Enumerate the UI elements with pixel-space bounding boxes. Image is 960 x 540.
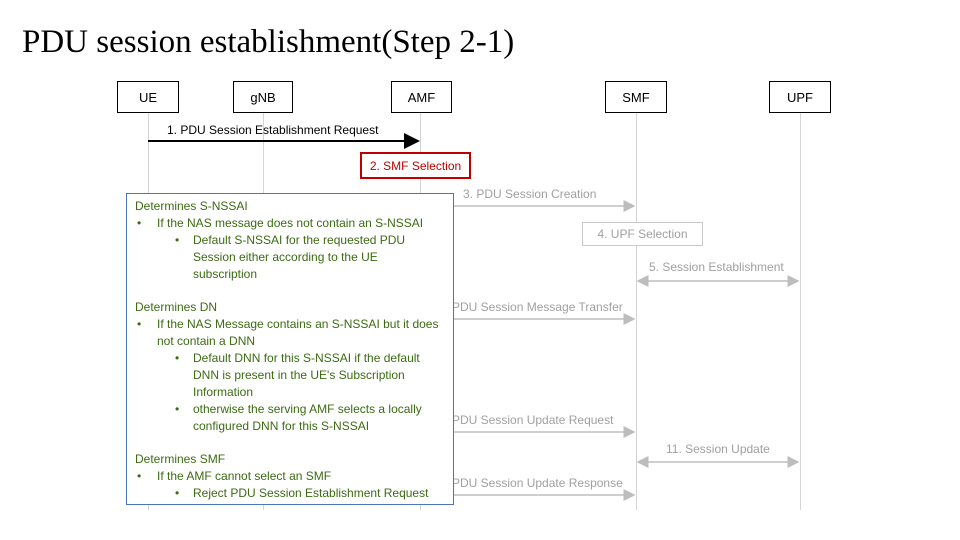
entity-upf: UPF	[769, 81, 831, 113]
bullet-marker: •	[137, 216, 142, 230]
smf-bullet-text: If the AMF cannot select an SMF	[157, 469, 332, 483]
snssai-bullet-text: If the NAS message does not contain an S…	[157, 216, 424, 230]
entity-smf: SMF	[605, 81, 667, 113]
bullet-marker: •	[175, 486, 180, 500]
dn-bullet-line-1: If the NAS Message contains an S-NSSAI b…	[157, 317, 439, 331]
entity-ue: UE	[117, 81, 179, 113]
entity-ue-label: UE	[138, 89, 158, 105]
update-request-label: PDU Session Update Request	[452, 413, 614, 427]
bullet-marker: •	[137, 469, 142, 483]
message-1-label: 1. PDU Session Establishment Request	[167, 123, 379, 137]
upf-lifeline	[800, 113, 801, 510]
smf-section-title: Determines SMF	[135, 452, 226, 466]
snssai-sub-line-1: Default S-NSSAI for the requested PDU	[193, 233, 406, 247]
entity-upf-label: UPF	[787, 89, 813, 105]
bullet-marker: •	[175, 402, 180, 416]
bullet-marker: •	[137, 317, 142, 331]
transfer-label: PDU Session Message Transfer	[452, 300, 623, 314]
update-response-label: PDU Session Update Response	[452, 476, 623, 490]
dn-sub-a-line-2: DNN is present in the UE's Subscription	[193, 368, 405, 382]
snssai-sub-line-3: subscription	[193, 267, 258, 281]
snssai-sub-line-2: Session either according to the UE	[193, 250, 378, 264]
message-11-label: 11. Session Update	[666, 442, 770, 456]
message-5-label: 5. Session Establishment	[649, 260, 784, 274]
upf-selection-label: 4. UPF Selection	[597, 227, 688, 241]
smf-sub-line: Reject PDU Session Establishment Request	[193, 486, 429, 500]
smf-lifeline	[636, 113, 637, 510]
dn-sub-a-line-1: Default DNN for this S-NSSAI if the defa…	[193, 351, 420, 365]
entity-amf: AMF	[391, 81, 452, 113]
dn-sub-b-line-2: configured DNN for this S-NSSAI	[193, 419, 370, 433]
dn-sub-a-line-3: Information	[193, 385, 254, 399]
amf-determination-panel: Determines S-NSSAI • If the NAS message …	[126, 193, 454, 505]
entity-amf-label: AMF	[407, 89, 436, 105]
bullet-marker: •	[175, 351, 180, 365]
snssai-section-title: Determines S-NSSAI	[135, 199, 248, 213]
entity-gnb: gNB	[233, 81, 293, 113]
message-3-label: 3. PDU Session Creation	[463, 187, 597, 201]
entity-smf-label: SMF	[622, 89, 650, 105]
entity-gnb-label: gNB	[250, 89, 276, 105]
dn-sub-b-line-1: otherwise the serving AMF selects a loca…	[193, 402, 422, 416]
page-title: PDU session establishment(Step 2-1)	[22, 24, 515, 60]
smf-selection-box: 2. SMF Selection	[360, 152, 471, 179]
upf-selection-box: 4. UPF Selection	[582, 222, 703, 246]
smf-selection-label: 2. SMF Selection	[369, 158, 462, 173]
dn-bullet-line-2: not contain a DNN	[157, 334, 256, 348]
dn-section-title: Determines DN	[135, 300, 218, 314]
bullet-marker: •	[175, 233, 180, 247]
